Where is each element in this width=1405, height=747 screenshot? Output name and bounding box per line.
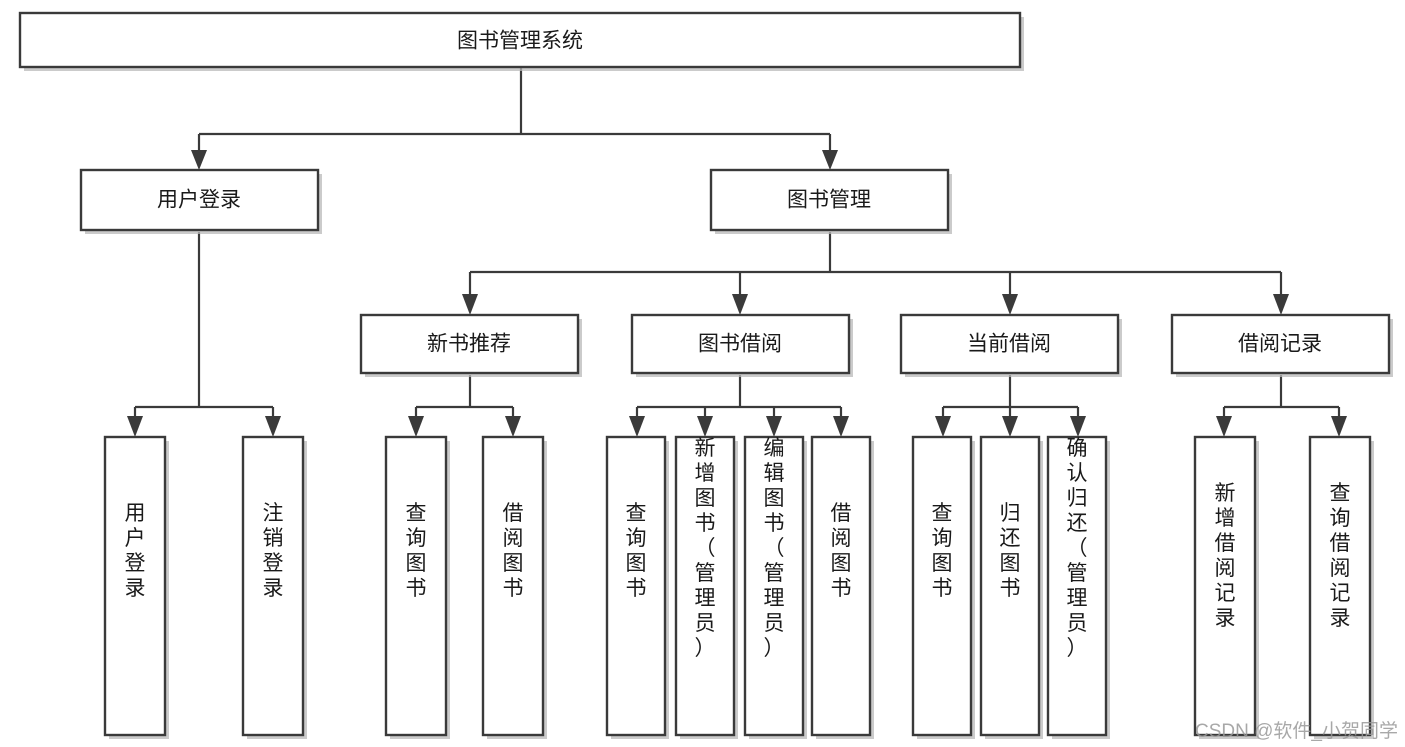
- leaf-logout-box[interactable]: [241, 435, 305, 737]
- arrowhead-leaf-confirm-return: [1070, 416, 1086, 437]
- arrowhead-book-borrow: [732, 294, 748, 315]
- arrowhead-user-login: [191, 150, 207, 170]
- arrowhead-new-book: [462, 294, 478, 315]
- leaf-query-book-1-box[interactable]: [384, 435, 448, 737]
- arrowhead-leaf-return-book: [1002, 416, 1018, 437]
- leaf-query-book-2-box[interactable]: [605, 435, 667, 737]
- arrowhead-leaf-logout: [265, 416, 281, 437]
- leaf-borrow-book-1-label: 借阅图书: [503, 502, 524, 600]
- arrowhead-book-manage: [822, 150, 838, 170]
- arrowhead-leaf-user-login: [127, 416, 143, 437]
- leaf-query-record-box[interactable]: [1308, 435, 1372, 737]
- node-book-borrow-box[interactable]: [630, 313, 851, 375]
- leaf-confirm-return-box[interactable]: [1046, 435, 1108, 737]
- leaf-add-record[interactable]: 新增借阅记录: [1193, 435, 1259, 739]
- leaf-query-book-3-box[interactable]: [911, 435, 973, 737]
- leaf-return-book-box[interactable]: [979, 435, 1041, 737]
- node-user-login-box[interactable]: [79, 168, 320, 232]
- node-new-book-recommend-label: 新书推荐: [427, 333, 511, 356]
- leaf-edit-book[interactable]: 编辑图书（管理员）: [743, 435, 807, 739]
- leaf-query-book-2[interactable]: 查询图书: [605, 435, 669, 739]
- leaf-query-record-label: 查询借阅记录: [1330, 482, 1351, 630]
- leaf-borrow-book-1-box[interactable]: [481, 435, 545, 737]
- leaf-query-book-3-label: 查询图书: [932, 502, 953, 600]
- leaf-query-record[interactable]: 查询借阅记录: [1308, 435, 1374, 739]
- node-book-manage-box[interactable]: [709, 168, 950, 232]
- leaf-logout-label: 注销登录: [263, 502, 284, 600]
- node-book-manage-label: 图书管理: [787, 189, 871, 212]
- leaf-query-book-1-label: 查询图书: [406, 502, 427, 600]
- node-current-borrow[interactable]: 当前借阅: [899, 313, 1122, 377]
- node-new-book-recommend-box[interactable]: [359, 313, 580, 375]
- leaf-add-book[interactable]: 新增图书（管理员）: [674, 435, 738, 739]
- arrowhead-leaf-query-book-1: [408, 416, 424, 437]
- leaf-add-record-label: 新增借阅记录: [1215, 482, 1236, 630]
- leaf-logout[interactable]: 注销登录: [241, 435, 307, 739]
- leaf-query-book-3[interactable]: 查询图书: [911, 435, 975, 739]
- arrowhead-borrow-record: [1273, 294, 1289, 315]
- arrowhead-leaf-add-book: [697, 416, 713, 437]
- leaf-add-book-label: 新增图书（管理员）: [695, 437, 716, 660]
- node-user-login[interactable]: 用户登录: [79, 168, 322, 234]
- node-user-login-label: 用户登录: [157, 189, 241, 212]
- arrowhead-leaf-query-record: [1331, 416, 1347, 437]
- leaf-add-book-box[interactable]: [674, 435, 736, 737]
- connector-group: [127, 68, 1347, 437]
- arrowhead-leaf-edit-book: [766, 416, 782, 437]
- leaf-query-book-2-label: 查询图书: [626, 502, 647, 600]
- leaf-borrow-book-2-box[interactable]: [810, 435, 872, 737]
- leaf-confirm-return[interactable]: 确认归还（管理员）: [1046, 435, 1110, 739]
- node-current-borrow-label: 当前借阅: [967, 333, 1051, 356]
- node-root-label: 图书管理系统: [457, 30, 583, 53]
- node-book-manage[interactable]: 图书管理: [709, 168, 952, 234]
- node-new-book-recommend[interactable]: 新书推荐: [359, 313, 582, 377]
- csdn-watermark: CSDN @软件_小贺同学: [1195, 720, 1398, 742]
- leaf-borrow-book-1[interactable]: 借阅图书: [481, 435, 547, 739]
- leaf-confirm-return-label: 确认归还（管理员）: [1067, 437, 1088, 660]
- arrowhead-leaf-borrow-book-1: [505, 416, 521, 437]
- arrowhead-leaf-borrow-book-2: [833, 416, 849, 437]
- arrowhead-leaf-add-record: [1216, 416, 1232, 437]
- leaf-add-record-box[interactable]: [1193, 435, 1257, 737]
- leaf-return-book-label: 归还图书: [1000, 502, 1021, 600]
- leaf-query-book-1[interactable]: 查询图书: [384, 435, 450, 739]
- node-borrow-record-box[interactable]: [1170, 313, 1391, 375]
- leaf-user-login-box[interactable]: [103, 435, 167, 737]
- node-borrow-record[interactable]: 借阅记录: [1170, 313, 1393, 377]
- node-current-borrow-box[interactable]: [899, 313, 1120, 375]
- leaf-user-login-label: 用户登录: [125, 502, 146, 600]
- leaf-borrow-book-2-label: 借阅图书: [831, 502, 852, 600]
- node-book-borrow[interactable]: 图书借阅: [630, 313, 853, 377]
- node-root-box[interactable]: [18, 11, 1022, 69]
- node-root[interactable]: 图书管理系统: [18, 11, 1024, 71]
- node-borrow-record-label: 借阅记录: [1238, 333, 1322, 356]
- arrowhead-leaf-query-book-2: [629, 416, 645, 437]
- leaf-user-login[interactable]: 用户登录: [103, 435, 169, 739]
- node-book-borrow-label: 图书借阅: [698, 333, 782, 356]
- leaf-edit-book-label: 编辑图书（管理员）: [764, 437, 785, 660]
- leaf-edit-book-box[interactable]: [743, 435, 805, 737]
- arrowhead-leaf-query-book-3: [935, 416, 951, 437]
- arrowhead-current-borrow: [1002, 294, 1018, 315]
- leaf-borrow-book-2[interactable]: 借阅图书: [810, 435, 874, 739]
- leaf-return-book[interactable]: 归还图书: [979, 435, 1043, 739]
